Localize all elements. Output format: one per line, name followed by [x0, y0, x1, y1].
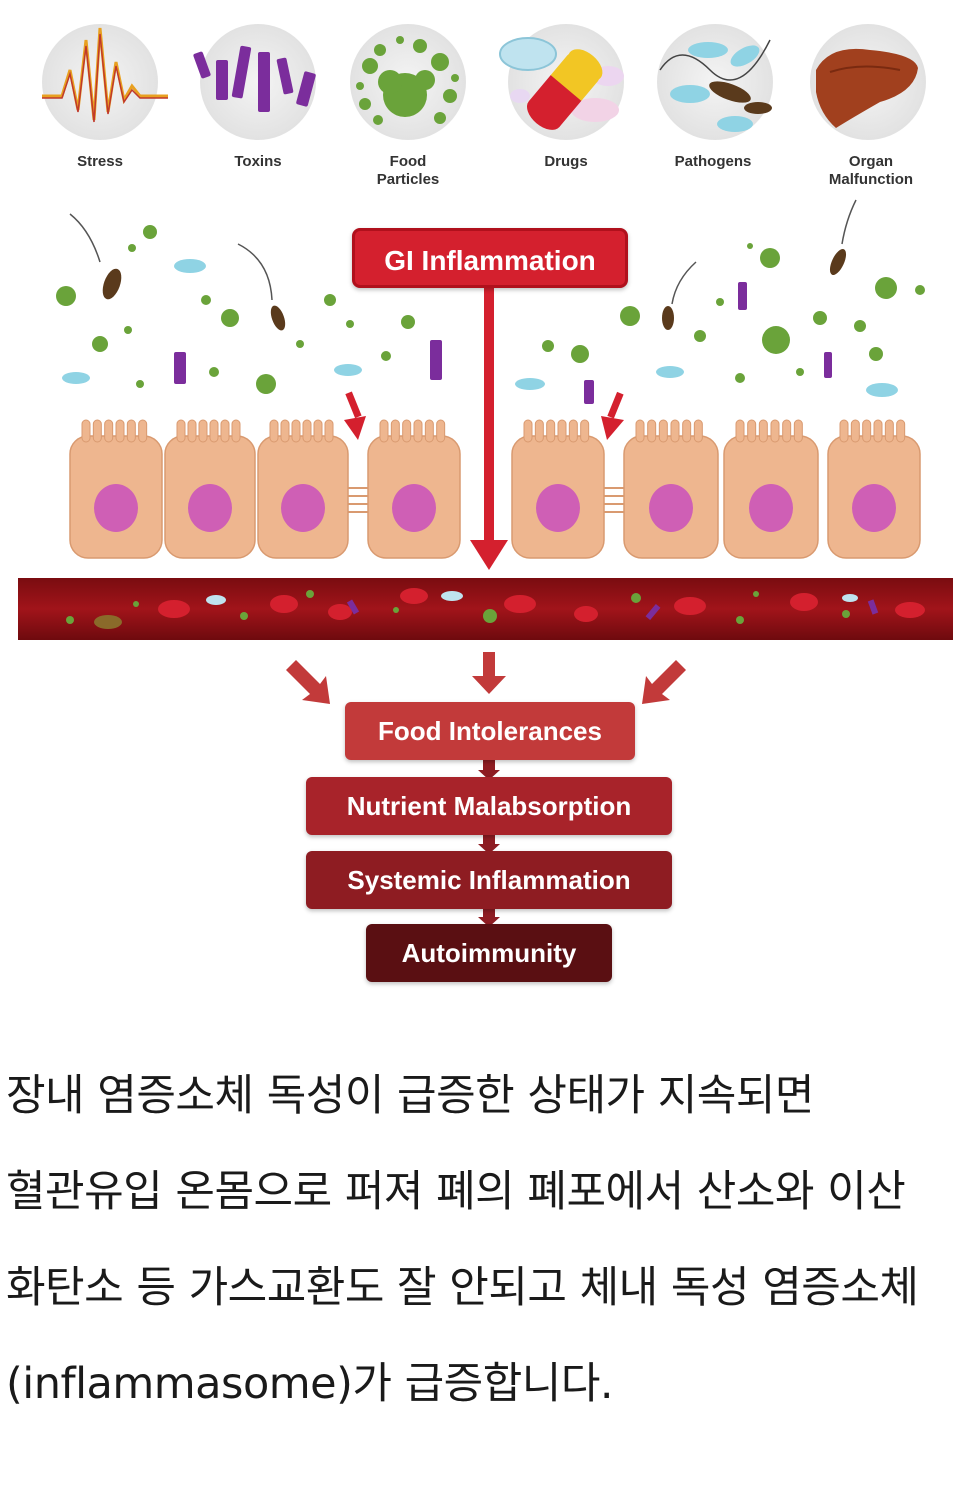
- microvillus: [413, 419, 423, 443]
- blood-vessel: [18, 578, 953, 640]
- microvillus: [839, 419, 849, 443]
- microvillus: [313, 419, 323, 443]
- microvillus: [896, 419, 906, 443]
- microvillus: [176, 419, 186, 443]
- microvillus: [523, 419, 533, 443]
- microvillus: [390, 419, 400, 443]
- microvillus: [302, 419, 312, 443]
- microvillus: [104, 419, 114, 443]
- microvillus: [209, 419, 219, 443]
- penetration-arrows: [344, 391, 624, 440]
- microvillus: [862, 419, 872, 443]
- microvillus: [324, 419, 334, 443]
- cause-label-organ-malfunction: Organ Malfunction: [828, 153, 914, 188]
- cause-icons: [42, 24, 926, 140]
- microvillus: [647, 419, 657, 443]
- microvillus: [220, 419, 230, 443]
- microvillus: [850, 419, 860, 443]
- cell-nucleus: [852, 484, 896, 532]
- gi-inflammation-box: GI Inflammation: [352, 228, 628, 288]
- diagram-graphics: [18, 24, 953, 927]
- drugs-pill-icon: [499, 24, 624, 140]
- microvillus: [568, 419, 578, 443]
- outcome-autoimmunity: Autoimmunity: [366, 924, 612, 982]
- microvillus: [280, 419, 290, 443]
- cell-nucleus: [281, 484, 325, 532]
- microvillus: [670, 419, 680, 443]
- food-particles-icon: [350, 24, 466, 140]
- cell-nucleus: [94, 484, 138, 532]
- liver-icon: [810, 24, 926, 140]
- cell-nucleus: [536, 484, 580, 532]
- microvillus: [138, 419, 148, 443]
- microvillus: [436, 419, 446, 443]
- microvillus: [658, 419, 668, 443]
- cell-nucleus: [649, 484, 693, 532]
- gi-arrow: [470, 288, 508, 570]
- microvillus: [115, 419, 125, 443]
- microvillus: [782, 419, 792, 443]
- microvillus: [291, 419, 301, 443]
- microvillus: [126, 419, 136, 443]
- microvillus: [187, 419, 197, 443]
- cause-label-pathogens: Pathogens: [674, 153, 752, 170]
- microvillus: [231, 419, 241, 443]
- microvillus: [81, 419, 91, 443]
- gut-inflammation-diagram: Stress Toxins Food Particles Drugs Patho…: [18, 24, 953, 982]
- microvillus: [580, 419, 590, 443]
- stress-waveform-icon: [42, 24, 168, 140]
- cause-label-drugs: Drugs: [544, 153, 588, 170]
- microvillus: [770, 419, 780, 443]
- convergence-arrows: [286, 652, 686, 704]
- outcome-connectors: [478, 758, 500, 927]
- microvillus: [402, 419, 412, 443]
- microvillus: [198, 419, 208, 443]
- microvillus: [682, 419, 692, 443]
- microvillus: [424, 419, 434, 443]
- cause-label-toxins: Toxins: [234, 153, 282, 170]
- microvillus: [693, 419, 703, 443]
- cause-label-food-particles: Food Particles: [376, 153, 440, 188]
- microvillus: [793, 419, 803, 443]
- pathogens-icon: [657, 24, 773, 140]
- microvillus: [873, 419, 883, 443]
- microvillus: [92, 419, 102, 443]
- microvillus: [379, 419, 389, 443]
- microvillus: [546, 419, 556, 443]
- microvillus: [269, 419, 279, 443]
- microvillus: [884, 419, 894, 443]
- microvillus: [557, 419, 567, 443]
- microvillus: [635, 419, 645, 443]
- cell-nucleus: [749, 484, 793, 532]
- microvillus: [735, 419, 745, 443]
- caption-text: 장내 염증소체 독성이 급증한 상태가 지속되면 혈관유입 온몸으로 퍼져 폐의…: [6, 1071, 919, 1409]
- cell-nucleus: [392, 484, 436, 532]
- cell-nucleus: [188, 484, 232, 532]
- microvillus: [747, 419, 757, 443]
- microvillus: [758, 419, 768, 443]
- outcome-food-intolerances: Food Intolerances: [345, 702, 635, 760]
- outcome-systemic-inflammation: Systemic Inflammation: [306, 851, 672, 909]
- toxins-icon: [193, 24, 316, 140]
- cause-label-stress: Stress: [77, 153, 123, 170]
- epithelium: [69, 419, 921, 559]
- luminal-particles: [56, 199, 925, 404]
- outcome-nutrient-malabsorption: Nutrient Malabsorption: [306, 777, 672, 835]
- microvillus: [534, 419, 544, 443]
